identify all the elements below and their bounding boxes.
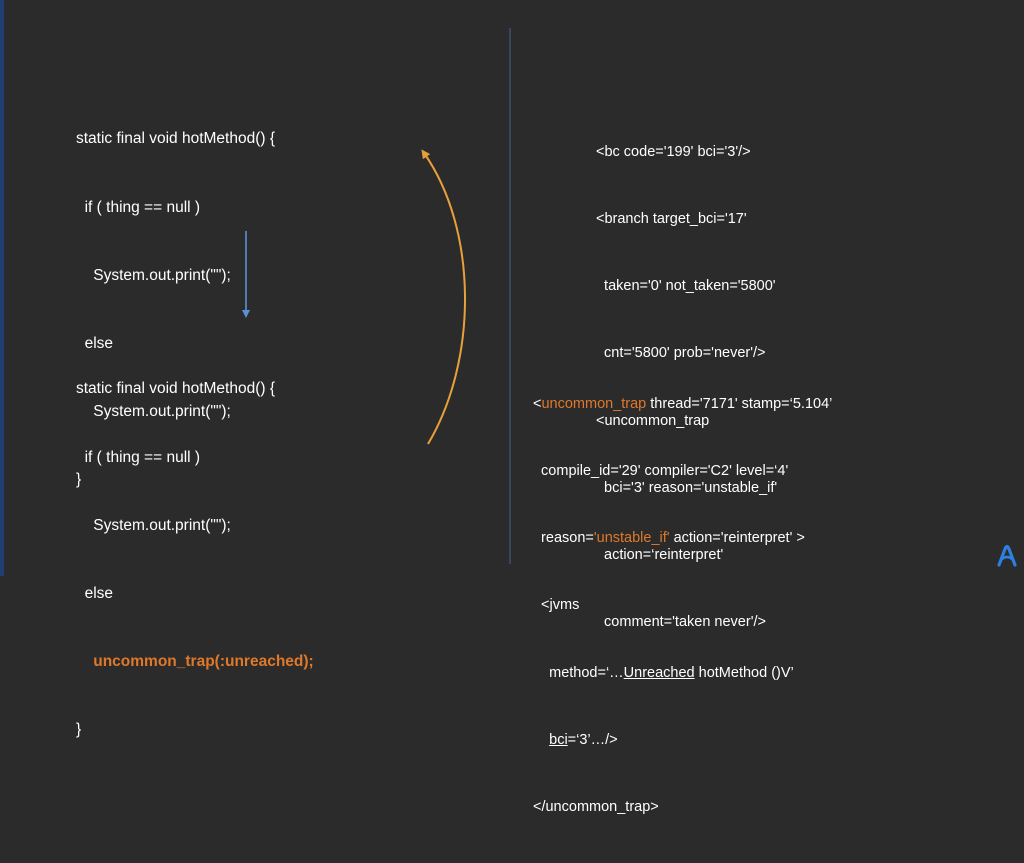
indent bbox=[533, 732, 549, 748]
xml-bci: bci bbox=[549, 731, 568, 748]
xml-attrs: =‘3’…/> bbox=[567, 731, 618, 748]
xml-bracket: < bbox=[533, 395, 542, 412]
feedback-curve-arrow bbox=[421, 149, 466, 445]
xml-line: <bc code='199' bci='3'/> bbox=[596, 143, 751, 160]
xml-unreached: Unreached bbox=[623, 664, 695, 681]
slide: static final void hotMethod() { if ( thi… bbox=[0, 0, 1017, 815]
code-block-original: static final void hotMethod() { if ( thi… bbox=[76, 83, 275, 537]
xml-attr-name: reason= bbox=[533, 530, 594, 547]
xml-line: <uncommon_trap thread='7171' stamp=‘5.10… bbox=[533, 393, 832, 415]
xml-line: <jvms bbox=[533, 597, 580, 614]
xml-line: method=‘…Unreached hotMethod ()V’ bbox=[533, 662, 832, 684]
code-line: if ( thing == null ) bbox=[76, 448, 201, 466]
connectors bbox=[242, 28, 511, 564]
xml-attrs: thread='7171' stamp=‘5.104’ bbox=[646, 395, 833, 412]
code-line: else bbox=[76, 334, 114, 352]
code-line: static final void hotMethod() { bbox=[76, 380, 276, 398]
xml-line: bci='3' reason='unstable_if' bbox=[596, 479, 778, 496]
indent bbox=[76, 653, 93, 670]
xml-line: action=‘reinterpret' bbox=[596, 547, 724, 564]
code-line: System.out.print(""); bbox=[76, 402, 231, 420]
xml-line: taken='0' not_taken='5800' bbox=[596, 278, 776, 295]
xml-line: reason='unstable_if' action='reinterpret… bbox=[533, 527, 832, 549]
code-line: static final void hotMethod() { bbox=[76, 130, 276, 148]
azul-logo-icon bbox=[997, 545, 1017, 567]
xml-line: cnt='5800' prob='never'/> bbox=[596, 345, 766, 362]
uncommon-trap-call: uncommon_trap(:unreached); bbox=[93, 652, 314, 670]
xml-attr-name: method=‘… bbox=[533, 664, 624, 681]
left-accent-stripe bbox=[0, 0, 4, 576]
code-line: System.out.print(""); bbox=[76, 266, 231, 284]
xml-line: <branch target_bci='17' bbox=[596, 211, 747, 228]
xml-attrs: action='reinterpret' > bbox=[669, 530, 805, 547]
code-line: else bbox=[76, 584, 114, 602]
code-line: System.out.print(""); bbox=[76, 516, 231, 534]
xml-tag-uncommon-trap: uncommon_trap bbox=[541, 395, 647, 412]
code-line: } bbox=[76, 720, 82, 738]
xml-line: </uncommon_trap> bbox=[533, 799, 659, 816]
xml-line: compile_id='29' compiler='C2' level=‘4' bbox=[533, 463, 789, 480]
code-line: if ( thing == null ) bbox=[76, 198, 201, 216]
xml-line: bci=‘3’…/> bbox=[533, 729, 832, 751]
xml-reason-value: 'unstable_if' bbox=[593, 530, 670, 547]
xml-attrs: hotMethod ()V’ bbox=[694, 664, 794, 681]
code-line-trap: uncommon_trap(:unreached); bbox=[76, 651, 314, 674]
xml-line: <uncommon_trap bbox=[596, 412, 710, 429]
code-line: } bbox=[76, 470, 82, 488]
